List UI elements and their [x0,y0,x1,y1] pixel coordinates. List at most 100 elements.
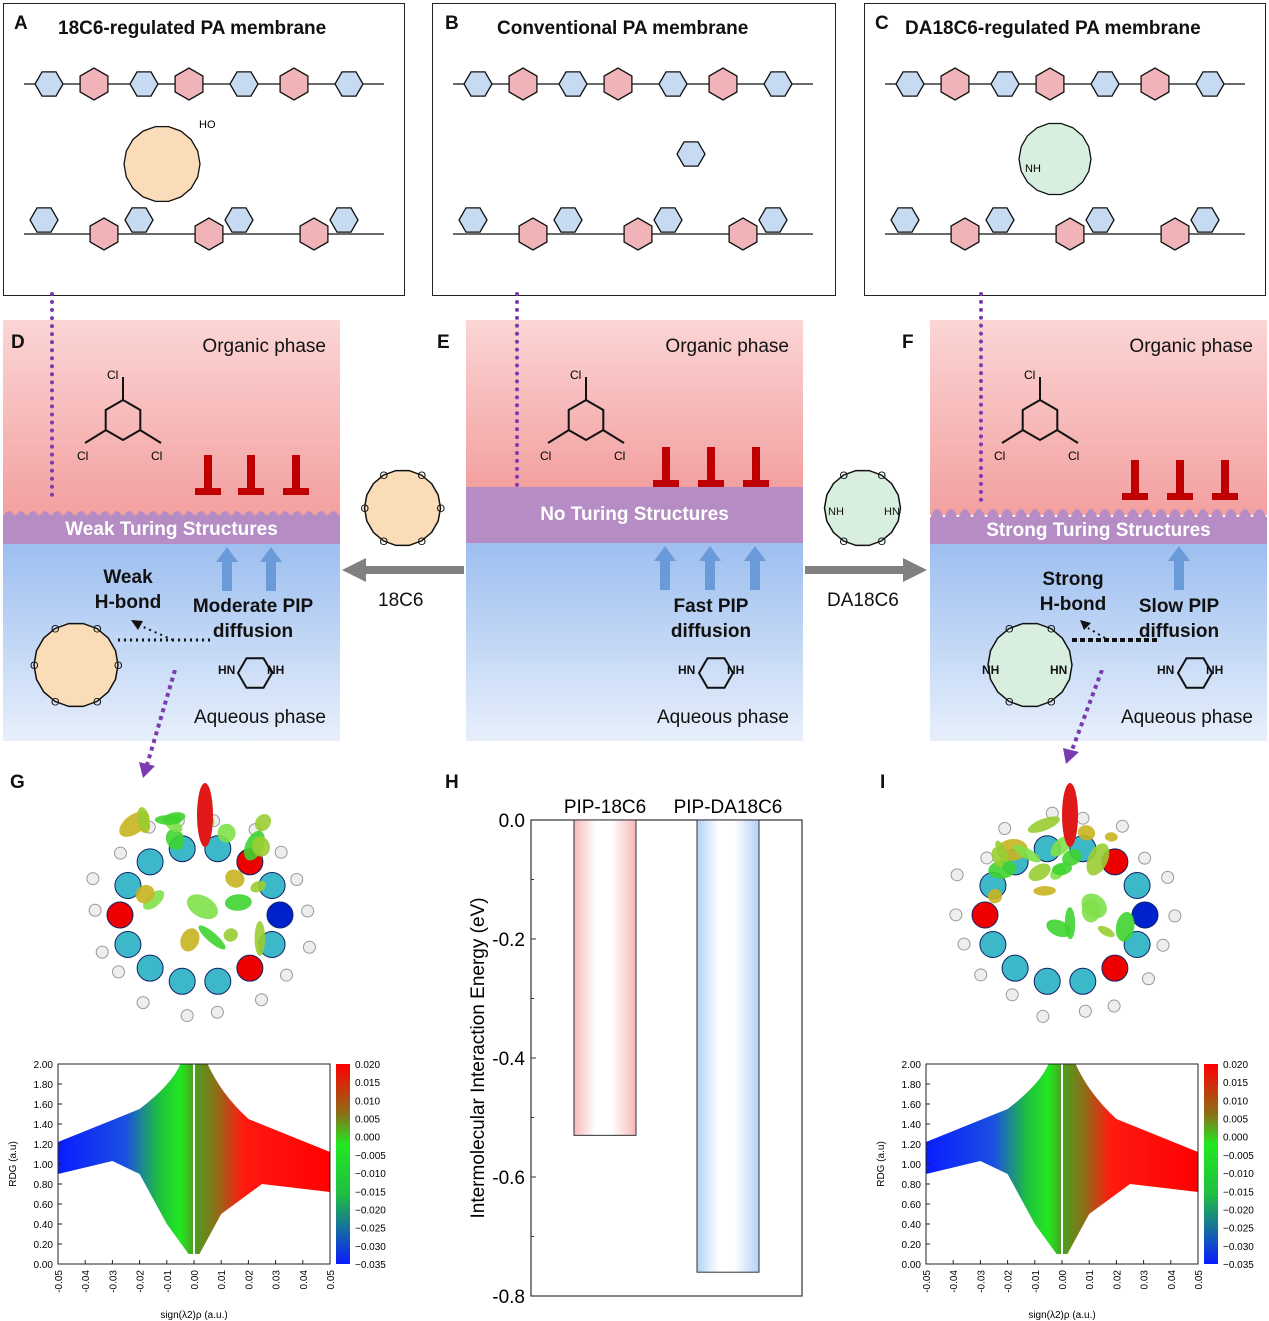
hydrogen-atom [180,1009,194,1023]
x-axis-label: sign(λ2)ρ (a.u.) [1028,1310,1095,1321]
y-tick-label: 1.80 [34,1080,54,1091]
benzene-ring [1160,217,1190,251]
benzene-ring [950,217,980,251]
nci-isosurface [135,884,155,904]
y-tick-label: 0.20 [902,1240,922,1251]
bond [602,429,625,444]
organic-phase-label: Organic phase [202,336,326,357]
colorbar-label: 0.005 [1223,1115,1248,1126]
piperazine-ring [236,657,274,689]
da-nh: NH [828,506,844,518]
downward-dotted-arrow [139,670,177,778]
diffusion-arrow-icon [654,546,676,590]
nci-isosurface [1081,893,1107,919]
colorbar [1204,1064,1218,1264]
organic-phase [3,320,340,515]
bond [1056,429,1079,444]
piperazine-ring [458,207,488,233]
colorbar-label: −0.025 [1223,1224,1254,1235]
aqueous-phase [930,544,1267,741]
cl-atom: Cl [614,449,625,463]
colorbar-label: −0.030 [1223,1242,1254,1253]
colorbar-label: −0.025 [355,1224,386,1235]
piperazine-ring [758,207,788,233]
colorbar-label: −0.005 [1223,1151,1254,1162]
interface-band: Strong Turing Structures [930,517,1267,544]
polyamide-structure [453,67,813,251]
nci-isosurface [1062,849,1082,866]
diffusion-label: Moderate PIP diffusion [192,596,314,642]
colorbar-label: −0.005 [355,1151,386,1162]
piperazine-ring [124,207,154,233]
hbond-label: Weak H-bond [94,567,162,613]
panel-f: Strong Turing Structures Organic phase C… [930,320,1267,741]
crown-ether [123,125,201,203]
nci-isosurface [154,815,182,825]
benzene-ring [508,67,538,101]
panel-c: C DA18C6-regulated PA membrane NH [864,3,1266,296]
upward-dotted-arrow [979,292,983,502]
nci-isosurface [1052,862,1073,876]
atom-sphere [114,931,142,959]
hydrogen-atom [86,872,100,886]
panel-label: A [14,13,28,34]
hbond-label: Strong H-bond [1039,569,1107,615]
nci-isosurface [143,890,165,910]
oxygen-atom: O [840,470,849,482]
piperazine-ring [224,207,254,233]
piperazine-ring [1195,71,1225,97]
colorbar-label: 0.000 [355,1133,380,1144]
hydrogen-atom [1138,851,1152,865]
hydrogen-atom [974,968,988,982]
x-tick-label: 0.02 [244,1270,255,1290]
colorbar-label: −0.010 [355,1169,386,1180]
bond [547,429,570,444]
bond [84,429,107,444]
y-tick-label: -0.8 [492,1287,525,1308]
band-label: No Turing Structures [540,504,729,525]
aqueous-phase-label: Aqueous phase [1120,707,1253,728]
oxygen-atom: O [437,503,446,515]
hydrogen-atom [113,846,127,860]
panel-title: 18C6-regulated PA membrane [58,18,327,39]
organic-phase-label: Organic phase [1129,336,1253,357]
hydrogen-atom [254,993,268,1007]
crown-ring [33,622,119,708]
oxygen-atom: O [1047,624,1056,636]
rdg-scatter-plot-g: 0.000.200.400.600.801.001.201.401.601.80… [8,1060,386,1321]
oxygen-atom: O [93,696,102,708]
benzene-ring [567,398,605,442]
colorbar-label: 0.020 [1223,1060,1248,1071]
piperazine-ring [1090,71,1120,97]
hydrogen-atom [136,996,150,1010]
benzene-ring [279,67,309,101]
benzene-ring [603,67,633,101]
x-tick-label: 0.05 [1194,1270,1205,1290]
y-tick-label: 0.00 [34,1260,54,1271]
panel-label: G [10,772,25,793]
x-tick-label: 0.00 [1058,1270,1069,1290]
y-tick-label: 0.0 [499,811,525,832]
x-tick-label: 0.01 [1085,1270,1096,1290]
hbond-dotted-line [1072,620,1158,642]
oxygen-atom: O [380,470,389,482]
upward-dotted-arrow [50,292,54,497]
y-tick-label: 1.40 [34,1120,54,1131]
benzene-ring [623,217,653,251]
atom-sphere [1123,871,1151,899]
colorbar-label: 0.000 [1223,1133,1248,1144]
oxygen-atom: O [878,470,887,482]
nci-isosurface [137,807,150,832]
cl-atom: Cl [1068,449,1079,463]
downward-dotted-arrow [1063,670,1104,764]
polyamide-structure: NH [885,67,1245,251]
inhibit-icon [653,447,679,487]
cl-atom: Cl [540,449,551,463]
colorbar-label: −0.035 [355,1260,386,1271]
y-tick-label: 1.20 [34,1140,54,1151]
band-label: Strong Turing Structures [986,520,1211,541]
nci-isosurface [186,894,219,920]
